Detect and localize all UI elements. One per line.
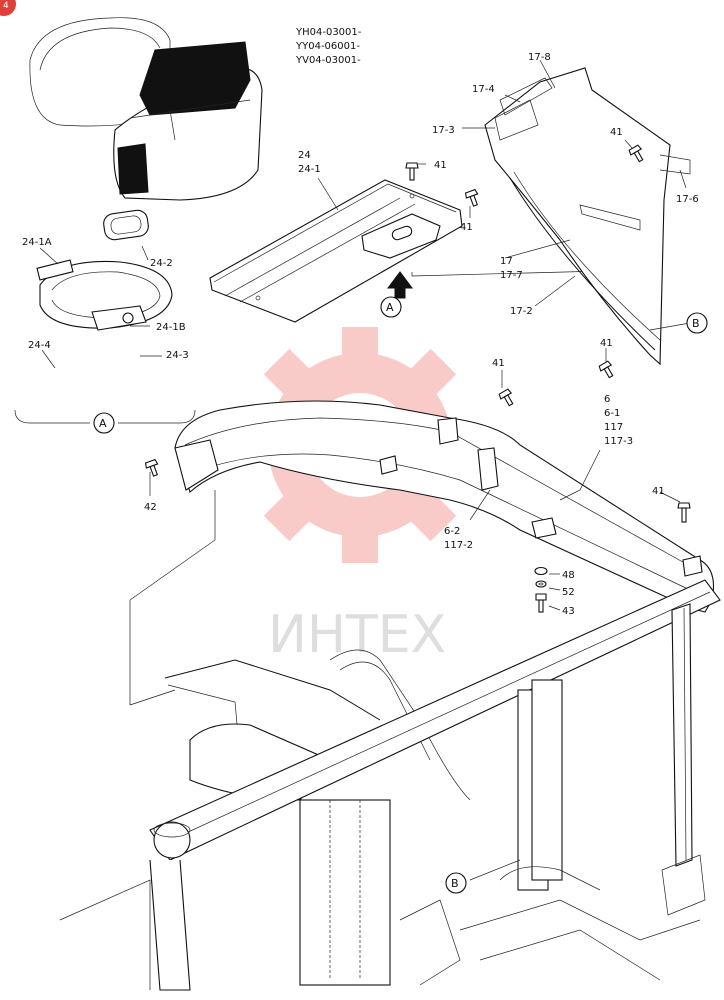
ref-marker-b-bottom: B bbox=[445, 872, 467, 894]
panel-17 bbox=[484, 67, 691, 366]
svg-text:17-2: 17-2 bbox=[510, 306, 533, 317]
svg-text:B: B bbox=[451, 877, 459, 890]
seat-console-illustration bbox=[29, 17, 263, 201]
svg-text:4: 4 bbox=[3, 1, 9, 11]
svg-text:17-6: 17-6 bbox=[676, 194, 699, 205]
svg-text:17-7: 17-7 bbox=[500, 270, 523, 281]
bolts bbox=[144, 144, 691, 613]
machine-base bbox=[59, 490, 721, 991]
ref-marker-b-top: B bbox=[686, 312, 708, 334]
svg-text:17-3: 17-3 bbox=[432, 125, 455, 136]
svg-text:A: A bbox=[99, 417, 107, 430]
svg-text:24-1B: 24-1B bbox=[156, 322, 186, 333]
svg-text:B: B bbox=[692, 317, 700, 330]
svg-text:YY04-06001-: YY04-06001- bbox=[295, 41, 360, 52]
model-codes: YH04-03001- YY04-06001- YV04-03001- bbox=[295, 27, 362, 66]
svg-text:6-1: 6-1 bbox=[604, 408, 620, 419]
svg-text:17: 17 bbox=[500, 256, 513, 267]
svg-text:6-2: 6-2 bbox=[444, 526, 460, 537]
svg-text:YV04-03001-: YV04-03001- bbox=[295, 55, 361, 66]
svg-text:48: 48 bbox=[562, 570, 575, 581]
svg-text:17-8: 17-8 bbox=[528, 52, 551, 63]
svg-text:41: 41 bbox=[492, 358, 505, 369]
corner-badge: 4 bbox=[0, 0, 16, 16]
svg-text:42: 42 bbox=[144, 502, 157, 513]
cover-plate-24 bbox=[209, 179, 641, 323]
svg-text:117: 117 bbox=[604, 422, 623, 433]
svg-text:41: 41 bbox=[600, 338, 613, 349]
ref-marker-a-top: A bbox=[380, 296, 402, 318]
detail-a-parts bbox=[14, 209, 196, 424]
svg-text:ИНТЕХ: ИНТЕХ bbox=[268, 605, 446, 665]
svg-text:41: 41 bbox=[434, 160, 447, 171]
svg-text:17-4: 17-4 bbox=[472, 84, 495, 95]
svg-text:A: A bbox=[386, 301, 394, 314]
svg-text:24-3: 24-3 bbox=[166, 350, 189, 361]
svg-text:41: 41 bbox=[610, 127, 623, 138]
callout-labels: 24 24-1 41 41 17-8 17-4 17-3 41 17-6 17 … bbox=[22, 52, 699, 617]
svg-text:117-3: 117-3 bbox=[604, 436, 633, 447]
svg-text:24: 24 bbox=[298, 150, 311, 161]
svg-text:43: 43 bbox=[562, 606, 575, 617]
svg-text:6: 6 bbox=[604, 394, 610, 405]
svg-text:41: 41 bbox=[460, 222, 473, 233]
svg-text:52: 52 bbox=[562, 587, 575, 598]
svg-text:YH04-03001-: YH04-03001- bbox=[295, 27, 362, 38]
svg-text:24-2: 24-2 bbox=[150, 258, 173, 269]
svg-text:117-2: 117-2 bbox=[444, 540, 473, 551]
leader-lines bbox=[39, 59, 691, 881]
svg-text:24-1: 24-1 bbox=[298, 164, 321, 175]
svg-text:41: 41 bbox=[652, 486, 665, 497]
svg-text:24-1A: 24-1A bbox=[22, 237, 52, 248]
svg-text:24-4: 24-4 bbox=[28, 340, 51, 351]
ref-marker-a-detail: A bbox=[93, 412, 115, 434]
